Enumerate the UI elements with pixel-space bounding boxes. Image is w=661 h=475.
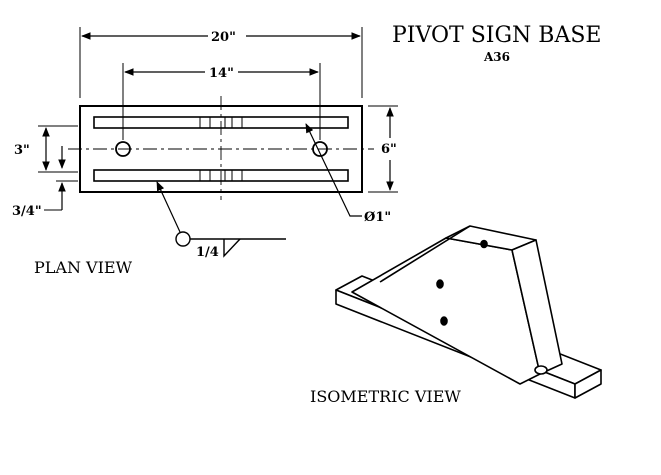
iso-gusset-top-hole [480,239,488,249]
drawing-title: PIVOT SIGN BASE [392,23,601,48]
dim-hole-diameter: Ø1" [364,210,391,225]
dim-weld-size: 1/4 [196,245,219,260]
dim-hole-spacing: 14" [209,66,234,81]
iso-plate-side [574,369,602,399]
iso-gusset-hole [440,316,448,326]
fillet-weld-symbol [223,238,241,258]
material-spec: A36 [483,50,510,64]
dim-slot-spacing: 3" [14,143,30,158]
plan-view [38,27,398,258]
isometric-view-label: ISOMETRIC VIEW [310,387,461,406]
iso-gusset-front [511,239,563,375]
dim-overall-length: 20" [211,30,236,45]
plan-view-label: PLAN VIEW [34,258,133,277]
dim-plate-thickness: 3/4" [12,204,42,219]
isometric-view [335,225,602,399]
iso-plate-hole [534,365,548,375]
dim-overall-width: 6" [381,142,397,157]
weld-all-around-symbol [175,231,191,247]
